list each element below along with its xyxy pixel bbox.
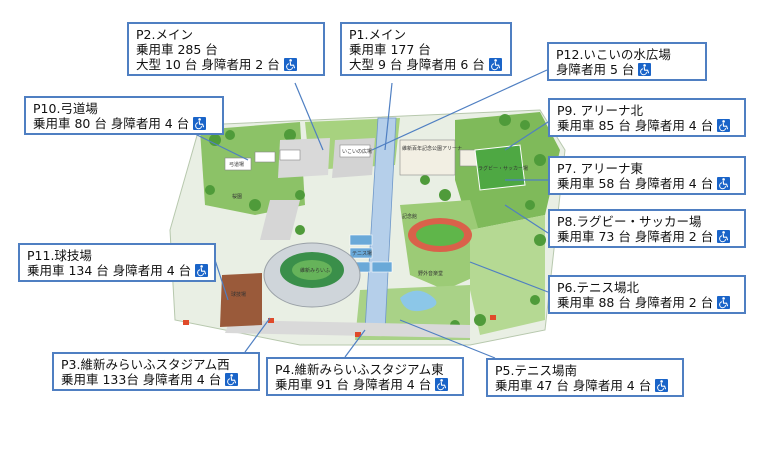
lawn-southeast [470, 215, 545, 335]
athletic-track-infield [416, 224, 464, 246]
p9-name: P9. アリーナ北 [557, 103, 643, 118]
wheelchair-accessible-icon [717, 119, 731, 132]
road-west [260, 200, 300, 240]
building-west [254, 151, 276, 163]
p7-line-1: 乗用車 58 台 身障者用 4 台 [557, 176, 714, 191]
label-p10-kyudojo: P10.弓道場 乗用車 80 台 身障者用 4 台 [24, 96, 224, 135]
label-p9-arena-north: P9. アリーナ北 乗用車 85 台 身障者用 4 台 [548, 98, 746, 137]
p2-name: P2.メイン [136, 27, 193, 42]
wheelchair-accessible-icon [717, 296, 731, 309]
p8-name: P8.ラグビー・サッカー場 [557, 214, 702, 229]
wheelchair-accessible-icon [717, 177, 731, 190]
label-p8-rugby: P8.ラグビー・サッカー場 乗用車 73 台 身障者用 2 台 [548, 209, 746, 248]
p4-line-1: 乗用車 91 台 身障者用 4 台 [275, 377, 432, 392]
entrance-markers [183, 315, 496, 337]
parking-p1 [332, 138, 375, 178]
p10-name: P10.弓道場 [33, 101, 98, 116]
p6-name: P6.テニス場北 [557, 280, 639, 295]
kyudojo-building [224, 157, 252, 171]
p9-line-1: 乗用車 85 台 身障者用 4 台 [557, 118, 714, 133]
label-p12-ikoi: P12.いこいの水広場 身障者用 5 台 [547, 42, 707, 81]
wheelchair-accessible-icon [717, 230, 731, 243]
label-p6-tennis-north: P6.テニス場北 乗用車 88 台 身障者用 2 台 [548, 275, 746, 314]
map-label-yasei: 野外音楽堂 [418, 270, 443, 277]
wheelchair-accessible-icon [488, 58, 502, 71]
map-label-sakura: 桜園 [232, 193, 242, 200]
p1-line-1: 乗用車 177 台 [349, 42, 431, 57]
p12-name: P12.いこいの水広場 [556, 47, 671, 62]
p11-line-1: 乗用車 134 台 身障者用 4 台 [27, 263, 192, 278]
wheelchair-accessible-icon [655, 379, 669, 392]
rugby-field [474, 144, 526, 191]
p3-name: P3.維新みらいふスタジアム西 [61, 357, 230, 372]
map-label-rugby: ラグビー・サッカー場 [478, 165, 528, 172]
p5-name: P5.テニス場南 [495, 363, 577, 378]
p10-line-1: 乗用車 80 台 身障者用 4 台 [33, 116, 190, 131]
map-label-stadium: 維新みらいふ [300, 267, 330, 274]
label-p1-main: P1.メイン 乗用車 177 台 大型 9 台 身障者用 6 台 [340, 22, 512, 76]
map-label-ikoi: いこいの広場 [342, 148, 372, 155]
p4-name: P4.維新みらいふスタジアム東 [275, 362, 444, 377]
map-label-tennis: テニス場 [352, 250, 372, 257]
arena-building [399, 139, 456, 176]
p2-line-1: 乗用車 285 台 [136, 42, 218, 57]
label-p11-kyugijo: P11.球技場 乗用車 134 台 身障者用 4 台 [18, 243, 216, 282]
label-p2-main: P2.メイン 乗用車 285 台 大型 10 台 身障者用 2 台 [127, 22, 325, 76]
lawn-northwest [200, 122, 305, 215]
label-p5-tennis-south: P5.テニス場南 乗用車 47 台 身障者用 4 台 [486, 358, 684, 397]
pond [400, 290, 437, 312]
label-p3-stadium-west: P3.維新みらいふスタジアム西 乗用車 133台 身障者用 4 台 [52, 352, 260, 391]
leader-lines [192, 69, 549, 359]
p6-line-1: 乗用車 88 台 身障者用 2 台 [557, 295, 714, 310]
p11-name: P11.球技場 [27, 248, 92, 263]
wheelchair-accessible-icon [435, 378, 449, 391]
label-p4-stadium-east: P4.維新みらいふスタジアム東 乗用車 91 台 身障者用 4 台 [266, 357, 464, 396]
stadium-pitch [292, 260, 332, 280]
p8-line-1: 乗用車 73 台 身障者用 2 台 [557, 229, 714, 244]
p5-line-1: 乗用車 47 台 身障者用 4 台 [495, 378, 652, 393]
trees [205, 114, 546, 335]
p1-name: P1.メイン [349, 27, 406, 42]
p1-line-2: 大型 9 台 身障者用 6 台 [349, 57, 485, 72]
map-label-kyugijo: 球技場 [231, 291, 246, 298]
wheelchair-accessible-icon [195, 264, 209, 277]
map-label-arena: 維新百年記念公園アリーナ [402, 145, 462, 152]
wheelchair-accessible-icon [193, 117, 207, 130]
kyugijo-field [220, 273, 262, 327]
parking-p2 [278, 138, 330, 178]
map-label-kyudojo: 弓道場 [229, 161, 244, 168]
map-label-kinenkan: 記念館 [402, 213, 417, 220]
p2-line-2: 大型 10 台 身障者用 2 台 [136, 57, 280, 72]
wheelchair-accessible-icon [225, 373, 239, 386]
p7-name: P7. アリーナ東 [557, 161, 643, 176]
p12-line-1: 身障者用 5 台 [556, 62, 635, 77]
label-p7-arena-east: P7. アリーナ東 乗用車 58 台 身障者用 4 台 [548, 156, 746, 195]
building-center-north [279, 149, 301, 161]
building-ikoi [339, 144, 371, 158]
wheelchair-accessible-icon [638, 63, 652, 76]
wheelchair-accessible-icon [283, 58, 297, 71]
p3-line-1: 乗用車 133台 身障者用 4 台 [61, 372, 222, 387]
road-south [225, 320, 470, 338]
